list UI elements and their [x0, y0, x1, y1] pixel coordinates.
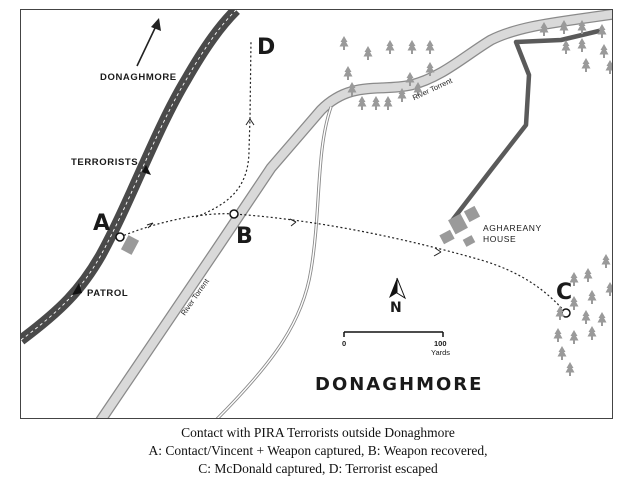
point-b-label: B — [236, 224, 253, 249]
caption-line-3: C: McDonald captured, D: Terrorist escap… — [198, 461, 438, 476]
terrorists-direction-arrow — [142, 165, 151, 175]
route-a-to-c — [119, 213, 567, 314]
compass-north-label: N — [390, 300, 402, 316]
donaghmore-direction-arrow — [136, 18, 161, 67]
point-a-marker — [115, 232, 125, 242]
town-label: DONAGHMORE — [315, 374, 484, 395]
compass-arrow — [389, 277, 407, 300]
woodland-southeast — [553, 254, 612, 376]
point-a-label: A — [93, 211, 111, 236]
aghareany-house-label-line2: HOUSE — [483, 234, 517, 244]
patrol-direction-arrow — [72, 283, 82, 295]
route-to-d — [195, 39, 255, 218]
scale-start-label: 0 — [342, 339, 347, 348]
river-torrent — [95, 10, 612, 418]
terrorists-label: TERRORISTS — [71, 157, 139, 168]
caption-line-1: Contact with PIRA Terrorists outside Don… — [181, 425, 455, 440]
caption-line-2: A: Contact/Vincent + Weapon captured, B:… — [148, 443, 488, 458]
map-canvas — [21, 10, 612, 418]
aghareany-house-buildings — [439, 205, 481, 247]
point-c-label: C — [556, 280, 573, 305]
patrol-vehicle-marker — [120, 235, 140, 255]
aghareany-house-label-line1: AGHAREANY — [483, 223, 542, 233]
donaghmore-road-label: DONAGHMORE — [100, 72, 177, 83]
aghareany-lane — [449, 27, 604, 224]
main-road — [21, 10, 240, 345]
map-frame: DONAGHMORE TERRORISTS PATROL A B C D Riv… — [20, 9, 613, 419]
point-b-marker — [229, 209, 239, 219]
scale-unit-label: Yards — [431, 348, 451, 357]
scale-end-label: 100 — [434, 339, 447, 348]
scale-bar — [343, 331, 444, 337]
patrol-label: PATROL — [87, 288, 129, 299]
figure-caption: Contact with PIRA Terrorists outside Don… — [0, 424, 636, 478]
point-d-label: D — [257, 35, 276, 60]
